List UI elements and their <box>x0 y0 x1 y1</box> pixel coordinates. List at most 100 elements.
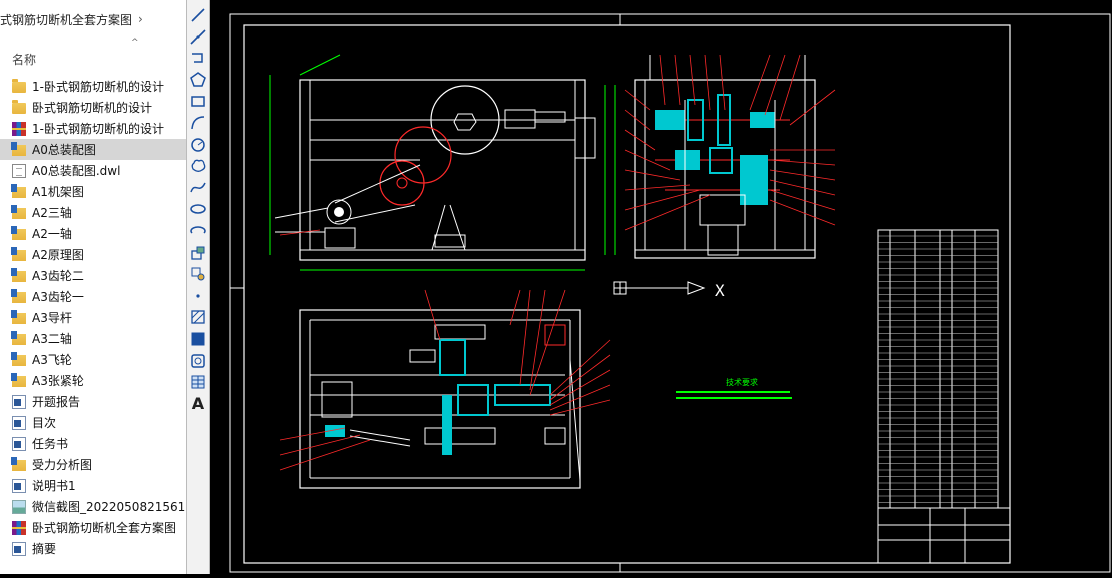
folder-icon <box>12 79 26 93</box>
file-list-item-label: A3齿轮一 <box>32 290 84 304</box>
word-doc-icon <box>12 541 26 556</box>
file-list-item[interactable]: A3飞轮 <box>0 349 186 370</box>
file-list-item-label: A3飞轮 <box>32 353 72 367</box>
rectangle-icon[interactable] <box>189 92 207 110</box>
dwg-folder-icon <box>11 352 26 366</box>
file-list-item[interactable]: A3导杆 <box>0 307 186 328</box>
file-list-item-label: 目次 <box>32 416 57 430</box>
file-list-item[interactable]: A2一轴 <box>0 223 186 244</box>
file-list-item-label: 摘要 <box>32 542 57 556</box>
file-list-item[interactable]: A1机架图 <box>0 181 186 202</box>
technical-requirements: 技术要求 <box>676 377 792 399</box>
line-tool-icon[interactable] <box>189 6 207 24</box>
dwg-folder-icon <box>11 289 26 303</box>
file-list-item[interactable]: A2三轴 <box>0 202 186 223</box>
dwg-folder-icon <box>11 268 26 282</box>
archive-icon <box>12 121 26 136</box>
dwg-folder-icon <box>11 247 26 261</box>
circle-icon[interactable] <box>189 136 207 154</box>
revision-cloud-icon[interactable] <box>189 157 207 175</box>
file-list-item[interactable]: 目次 <box>0 412 186 433</box>
file-list-item-label: A3二轴 <box>32 332 72 346</box>
file-list-item[interactable]: 任务书 <box>0 433 186 454</box>
file-list-item[interactable]: 说明书1 <box>0 475 186 496</box>
dwg-folder-icon <box>11 226 26 240</box>
text-file-icon <box>12 163 26 178</box>
column-header[interactable]: ^ 名称 <box>0 36 186 76</box>
word-doc-icon <box>12 394 26 409</box>
cad-drawing-canvas[interactable]: X 技术要求 <box>210 0 1112 574</box>
dwg-folder-icon <box>11 457 26 471</box>
file-explorer-pane: 式钢筋切断机全套方案图 › ^ 名称 1-卧式钢筋切断机的设计卧式钢筋切断机的设… <box>0 0 187 574</box>
dwg-folder-icon <box>11 142 26 156</box>
file-list-item-label: 微信截图_20220508215617 <box>32 500 187 514</box>
file-list-item[interactable]: A3齿轮二 <box>0 265 186 286</box>
draw-toolbar: A <box>186 0 210 574</box>
name-column-header[interactable]: 名称 <box>12 53 37 67</box>
leader-lines <box>279 54 836 471</box>
file-list-item-label: 1-卧式钢筋切断机的设计 <box>32 80 164 94</box>
sort-ascending-icon[interactable]: ^ <box>131 38 139 48</box>
file-list-item-label: 说明书1 <box>32 479 76 493</box>
image-file-icon <box>12 499 26 514</box>
insert-block-icon[interactable] <box>189 244 207 262</box>
file-list-item[interactable]: A3张紧轮 <box>0 370 186 391</box>
sheet-inner-frame <box>243 24 1011 564</box>
ucs-x-axis-label: X <box>715 281 725 300</box>
file-list-item-label: 开题报告 <box>32 395 81 409</box>
hatch-icon[interactable] <box>189 308 207 326</box>
file-list-item[interactable]: 1-卧式钢筋切断机的设计 <box>0 76 186 97</box>
file-list-item-label: 1-卧式钢筋切断机的设计 <box>32 122 164 136</box>
multiline-text-icon[interactable]: A <box>191 394 205 414</box>
file-list-item-label: 卧式钢筋切断机的设计 <box>32 101 153 115</box>
polygon-icon[interactable] <box>189 71 207 89</box>
file-list-item[interactable]: 摘要 <box>0 538 186 559</box>
ellipse-arc-icon[interactable] <box>189 222 207 240</box>
technical-requirements-title: 技术要求 <box>726 377 758 387</box>
point-icon[interactable] <box>189 287 207 305</box>
arc-icon[interactable] <box>189 114 207 132</box>
archive-icon <box>12 520 26 535</box>
breadcrumb[interactable]: 式钢筋切断机全套方案图 › <box>0 8 186 30</box>
chevron-right-icon[interactable]: › <box>138 12 143 26</box>
file-list-item-label: 任务书 <box>32 437 69 451</box>
file-list-item[interactable]: A2原理图 <box>0 244 186 265</box>
file-list-item[interactable]: A0总装配图.dwl <box>0 160 186 181</box>
side-view <box>614 55 816 259</box>
construction-line-icon[interactable] <box>189 28 207 46</box>
file-list-item[interactable]: 微信截图_20220508215617 <box>0 496 186 517</box>
file-list-item[interactable]: A3齿轮一 <box>0 286 186 307</box>
cad-drawing[interactable]: X 技术要求 <box>210 0 1112 574</box>
ellipse-icon[interactable] <box>189 200 207 218</box>
file-list-item-label: A0总装配图.dwl <box>32 164 121 178</box>
file-list-item-label: A3张紧轮 <box>32 374 84 388</box>
file-list-item-label: A2三轴 <box>32 206 72 220</box>
file-list-item[interactable]: 卧式钢筋切断机全套方案图 <box>0 517 186 538</box>
sheet-outer-frame <box>229 13 1111 573</box>
file-list-item[interactable]: 受力分析图 <box>0 454 186 475</box>
file-list-item[interactable]: 开题报告 <box>0 391 186 412</box>
file-list-item[interactable]: A3二轴 <box>0 328 186 349</box>
word-doc-icon <box>12 415 26 430</box>
table-icon[interactable] <box>189 373 207 391</box>
spline-icon[interactable] <box>189 179 207 197</box>
file-list-item-label: A2原理图 <box>32 248 84 262</box>
file-list-item-label: 卧式钢筋切断机全套方案图 <box>32 521 177 535</box>
file-list-item[interactable]: 卧式钢筋切断机的设计 <box>0 97 186 118</box>
file-list-item-label: A2一轴 <box>32 227 72 241</box>
file-list-item-label: 受力分析图 <box>32 458 93 472</box>
dwg-folder-icon <box>11 310 26 324</box>
dwg-folder-icon <box>11 373 26 387</box>
file-list-item[interactable]: 1-卧式钢筋切断机的设计 <box>0 118 186 139</box>
dwg-folder-icon <box>11 205 26 219</box>
word-doc-icon <box>12 478 26 493</box>
region-icon[interactable] <box>189 352 207 370</box>
polyline-icon[interactable] <box>189 49 207 67</box>
file-list-item[interactable]: A0总装配图 <box>0 139 186 160</box>
file-list-item-label: A1机架图 <box>32 185 84 199</box>
make-block-icon[interactable] <box>189 265 207 283</box>
breadcrumb-current-folder[interactable]: 式钢筋切断机全套方案图 <box>0 12 133 27</box>
ucs-icon: X <box>613 281 725 300</box>
dwg-folder-icon <box>11 184 26 198</box>
gradient-icon[interactable] <box>189 330 207 348</box>
